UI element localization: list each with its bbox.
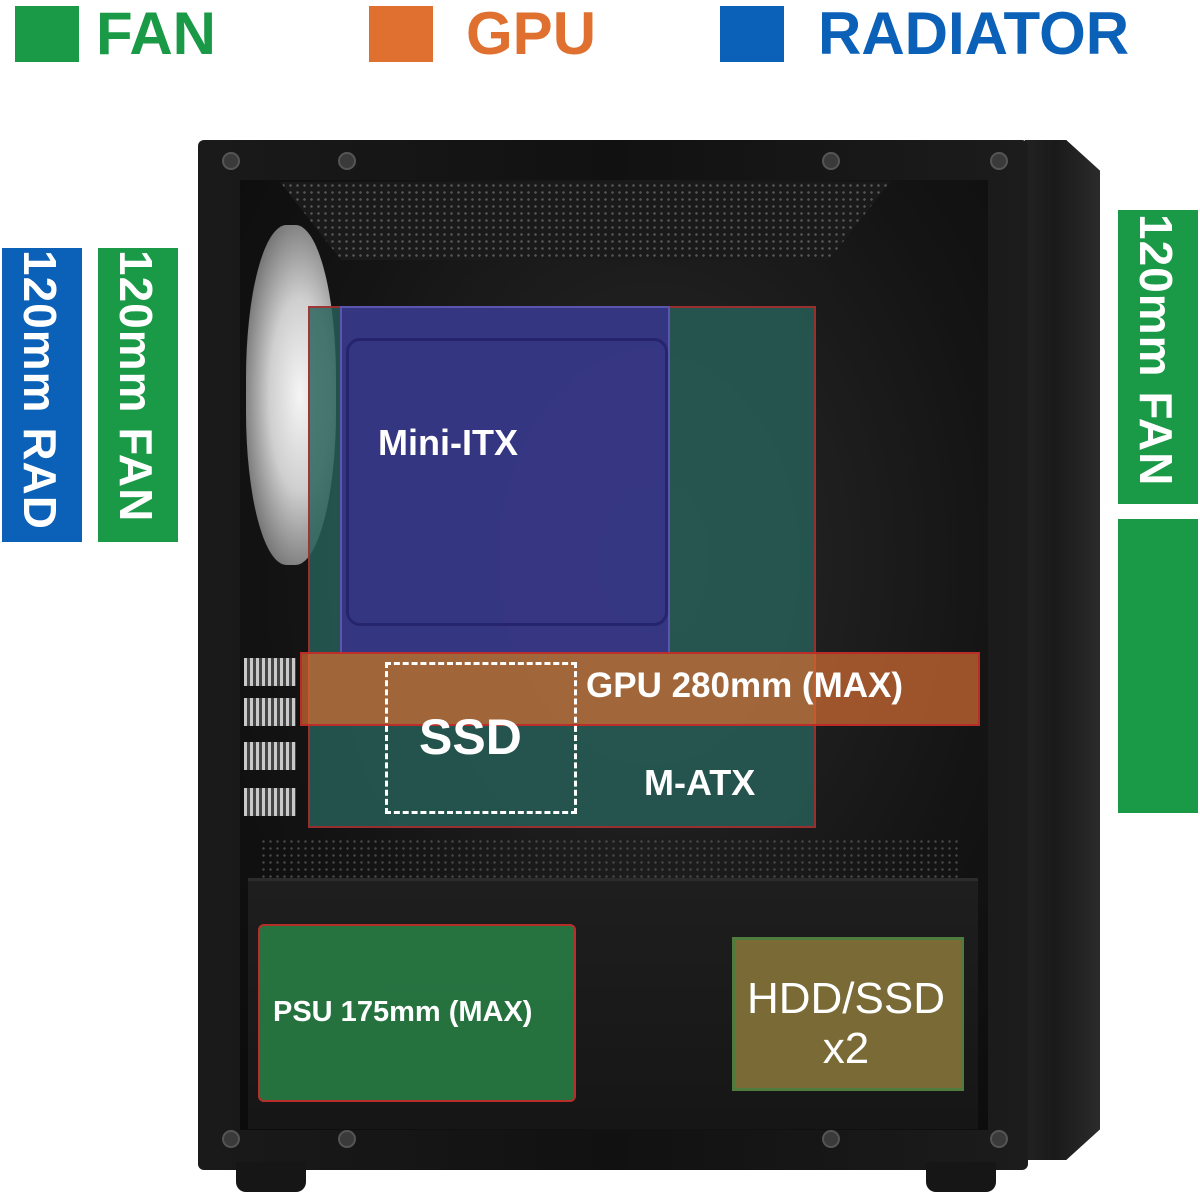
gpu-legend-label: GPU (466, 0, 597, 67)
right-fan-bar-bottom (1118, 519, 1198, 813)
fan-legend-label: FAN (96, 0, 216, 67)
screw (990, 152, 1008, 170)
fan-legend-swatch (15, 6, 79, 62)
ssd-label: SSD (419, 709, 522, 765)
m-atx-label: M-ATX (644, 762, 756, 803)
radiator-legend-swatch (720, 6, 784, 62)
left-fan-label: 120mm FAN (110, 250, 162, 523)
ssd-mount-outline (385, 662, 577, 814)
screw (338, 1130, 356, 1148)
shroud-mesh (260, 838, 960, 878)
gpu-length-label: GPU 280mm (MAX) (586, 666, 904, 705)
screw (822, 1130, 840, 1148)
screw (822, 152, 840, 170)
screw (990, 1130, 1008, 1148)
hdd-ssd-bay (732, 937, 964, 1091)
left-rad-label: 120mm RAD (14, 250, 66, 530)
right-fan-bar-top: 120mm FAN (1118, 210, 1198, 504)
case-foot-right (926, 1162, 996, 1192)
front-panel (1025, 140, 1100, 1160)
expansion-slot (244, 742, 296, 770)
psu-length-label: PSU 175mm (MAX) (273, 996, 533, 1028)
radiator-legend-label: RADIATOR (818, 0, 1130, 67)
mini-itx-zone (340, 306, 670, 654)
case-foot-left (236, 1162, 306, 1192)
hdd-ssd-label-line1: HDD/SSD (746, 974, 946, 1023)
left-rad-bar: 120mm RAD (2, 248, 82, 542)
screw (222, 1130, 240, 1148)
top-mesh (280, 182, 890, 260)
psu-zone (258, 924, 576, 1102)
expansion-slot (244, 698, 296, 726)
mini-itx-label: Mini-ITX (378, 422, 518, 463)
screw (222, 152, 240, 170)
left-fan-bar: 120mm FAN (98, 248, 178, 542)
expansion-slot (244, 658, 296, 686)
screw (338, 152, 356, 170)
expansion-slot (244, 788, 296, 816)
right-fan-label: 120mm FAN (1130, 214, 1182, 487)
mini-itx-board-outline (346, 338, 668, 626)
gpu-legend-swatch (369, 6, 433, 62)
hdd-ssd-label-line2: x2 (822, 1024, 870, 1073)
